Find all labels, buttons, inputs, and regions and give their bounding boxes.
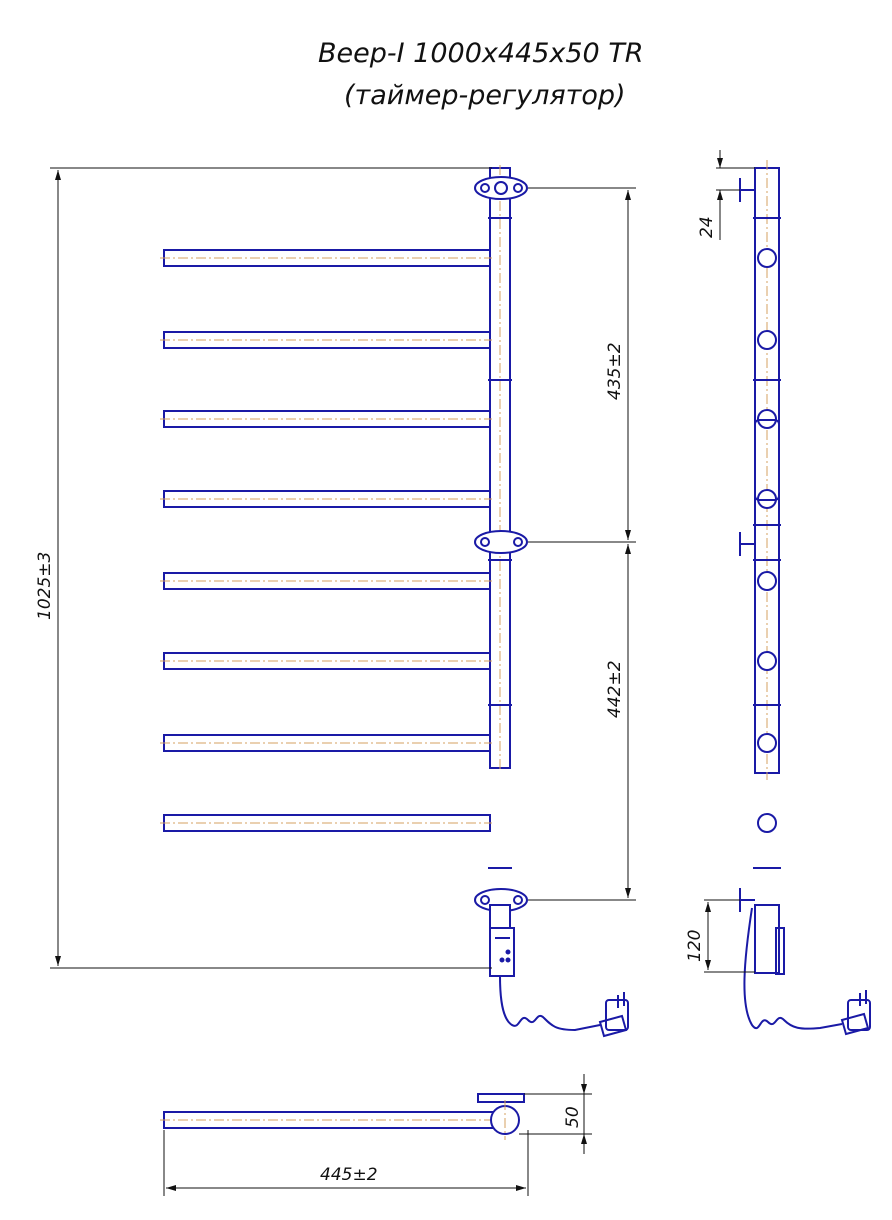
dim-upper-spacing: 435±2 — [605, 342, 625, 400]
bracket-icon — [474, 888, 528, 912]
bar-1 — [160, 249, 492, 267]
dim-depth: 50 — [563, 1106, 583, 1128]
top-view — [160, 1093, 525, 1140]
bracket-icon — [739, 532, 755, 556]
plug-icon — [840, 990, 871, 1036]
bracket-icon — [474, 176, 528, 200]
bar-7 — [160, 734, 492, 752]
title-line-1: Веер-I 1000x445x50 TR — [318, 38, 644, 69]
towel-bars — [160, 249, 492, 832]
title-line-2: (таймер-регулятор) — [344, 80, 626, 111]
side-dimensions: 24 120 — [685, 150, 755, 973]
top-dimensions: 50 445±2 — [163, 1074, 592, 1196]
dim-lower-spacing: 442±2 — [605, 660, 625, 718]
bracket-icon — [474, 530, 528, 554]
bar-4 — [160, 490, 492, 508]
bar-8 — [160, 814, 492, 832]
bracket-icon — [739, 178, 755, 202]
timer-panel-icon — [489, 927, 515, 977]
bar-3 — [160, 410, 492, 428]
dim-height: 1025±3 — [35, 552, 55, 620]
bar-2 — [160, 331, 492, 349]
power-cord — [499, 975, 601, 1032]
plug-icon — [598, 992, 629, 1038]
bar-5 — [160, 572, 492, 590]
riser-joints — [488, 217, 512, 869]
bar-6 — [160, 652, 492, 670]
dim-width: 445±2 — [320, 1165, 378, 1185]
side-view — [739, 160, 871, 1036]
front-dimensions: 1025±3 435±2 442±2 — [35, 167, 636, 969]
dim-top-offset: 24 — [697, 216, 717, 238]
front-view — [160, 165, 629, 1038]
dim-bottom-offset: 120 — [685, 930, 705, 962]
